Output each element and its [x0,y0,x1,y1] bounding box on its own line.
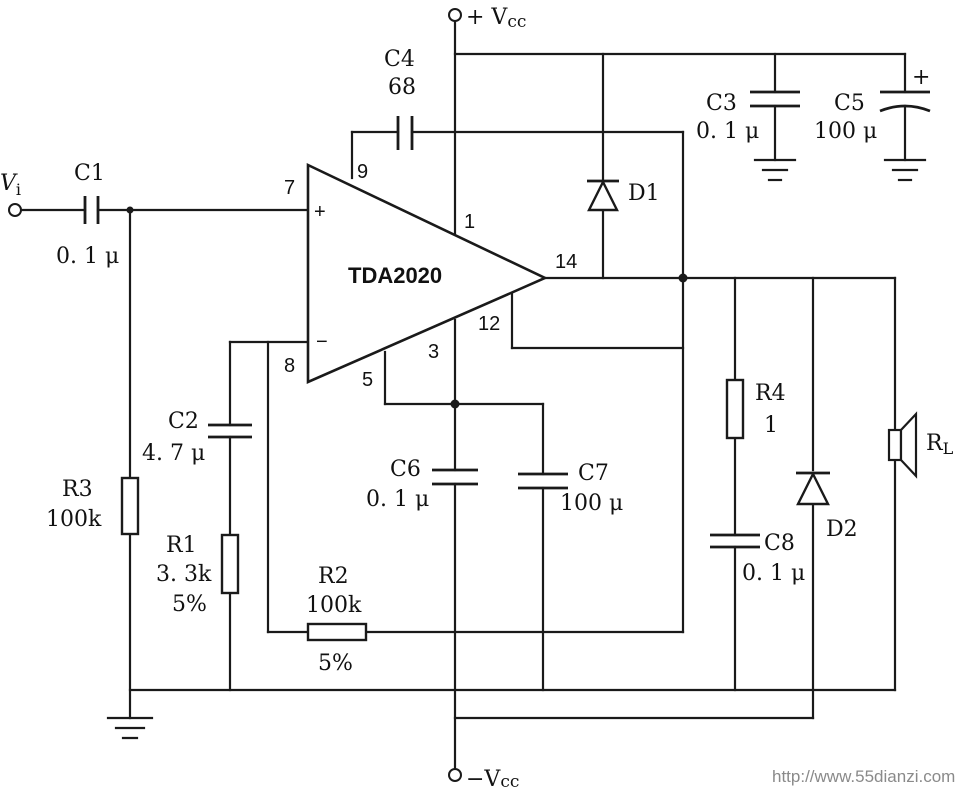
c8-value: 0. 1 μ [742,561,805,586]
c8-name: C8 [764,531,795,556]
c3-value: 0. 1 μ [696,119,759,144]
noninverting-sign: + [314,201,326,223]
ground-symbol-c5 [883,158,927,182]
input-terminal [8,203,22,217]
pin-14-label: 14 [555,251,577,273]
chip-label: TDA2020 [348,263,442,288]
r2-tolerance: 5% [318,651,353,676]
r2-value: 100k [306,593,362,618]
c5-value: 100 μ [814,119,877,144]
watermark: http://www.55dianzi.com [772,767,955,786]
c6-name: C6 [390,457,421,482]
capacitor-c1 [83,196,100,224]
input-label: Vi [0,171,21,199]
diode-d1 [587,179,619,212]
capacitor-c6 [432,468,478,486]
ground-symbol-c3 [753,158,797,182]
resistor-r4 [725,378,745,440]
pos-supply-label: + Vcc [466,5,526,32]
c4-name: C4 [384,47,415,72]
pin-12-label: 12 [478,313,500,335]
neg-supply-terminal [448,768,462,782]
c2-name: C2 [168,409,199,434]
c1-name: C1 [74,161,105,186]
pos-supply-terminal [448,8,462,22]
ground-symbol-main [106,716,154,740]
resistor-r1 [220,533,240,595]
c7-value: 100 μ [560,491,623,516]
c5-name: C5 [834,91,865,116]
r1-tolerance: 5% [172,592,207,617]
pin-7-label: 7 [284,177,295,199]
r3-value: 100k [46,507,102,532]
neg-supply-label: −Vcc [466,767,519,790]
capacitor-c4 [396,116,414,150]
r1-name: R1 [166,533,197,558]
r3-name: R3 [62,477,93,502]
c1-value: 0. 1 μ [56,244,119,269]
diode-d2 [796,471,830,506]
capacitor-c5 [879,90,931,113]
amplifier-triangle [306,162,549,384]
pin-9-label: 9 [357,161,368,183]
pin-3-label: 3 [428,341,439,363]
capacitor-c7 [518,472,568,490]
capacitor-c2 [208,423,252,439]
capacitor-c3 [750,90,800,108]
wires [20,20,907,770]
d2-name: D2 [826,517,858,542]
r2-name: R2 [318,564,349,589]
r4-name: R4 [755,381,786,406]
c3-name: C3 [706,91,737,116]
c5-polarity: + [912,65,930,90]
d1-name: D1 [628,181,660,206]
junctions [126,206,688,409]
resistor-r2 [306,622,368,642]
inverting-sign: − [316,331,328,353]
c2-value: 4. 7 μ [142,441,205,466]
pin-1-label: 1 [464,211,475,233]
pin-8-label: 8 [284,355,295,377]
speaker-icon [887,411,918,479]
capacitor-c8 [710,533,760,549]
c4-value: 68 [388,75,416,100]
resistor-r3 [120,476,140,536]
pin-5-label: 5 [362,369,373,391]
c7-name: C7 [578,461,609,486]
c6-value: 0. 1 μ [366,487,429,512]
r1-value: 3. 3k [156,562,212,587]
r4-value: 1 [764,413,778,438]
load-label: RL [926,431,954,458]
